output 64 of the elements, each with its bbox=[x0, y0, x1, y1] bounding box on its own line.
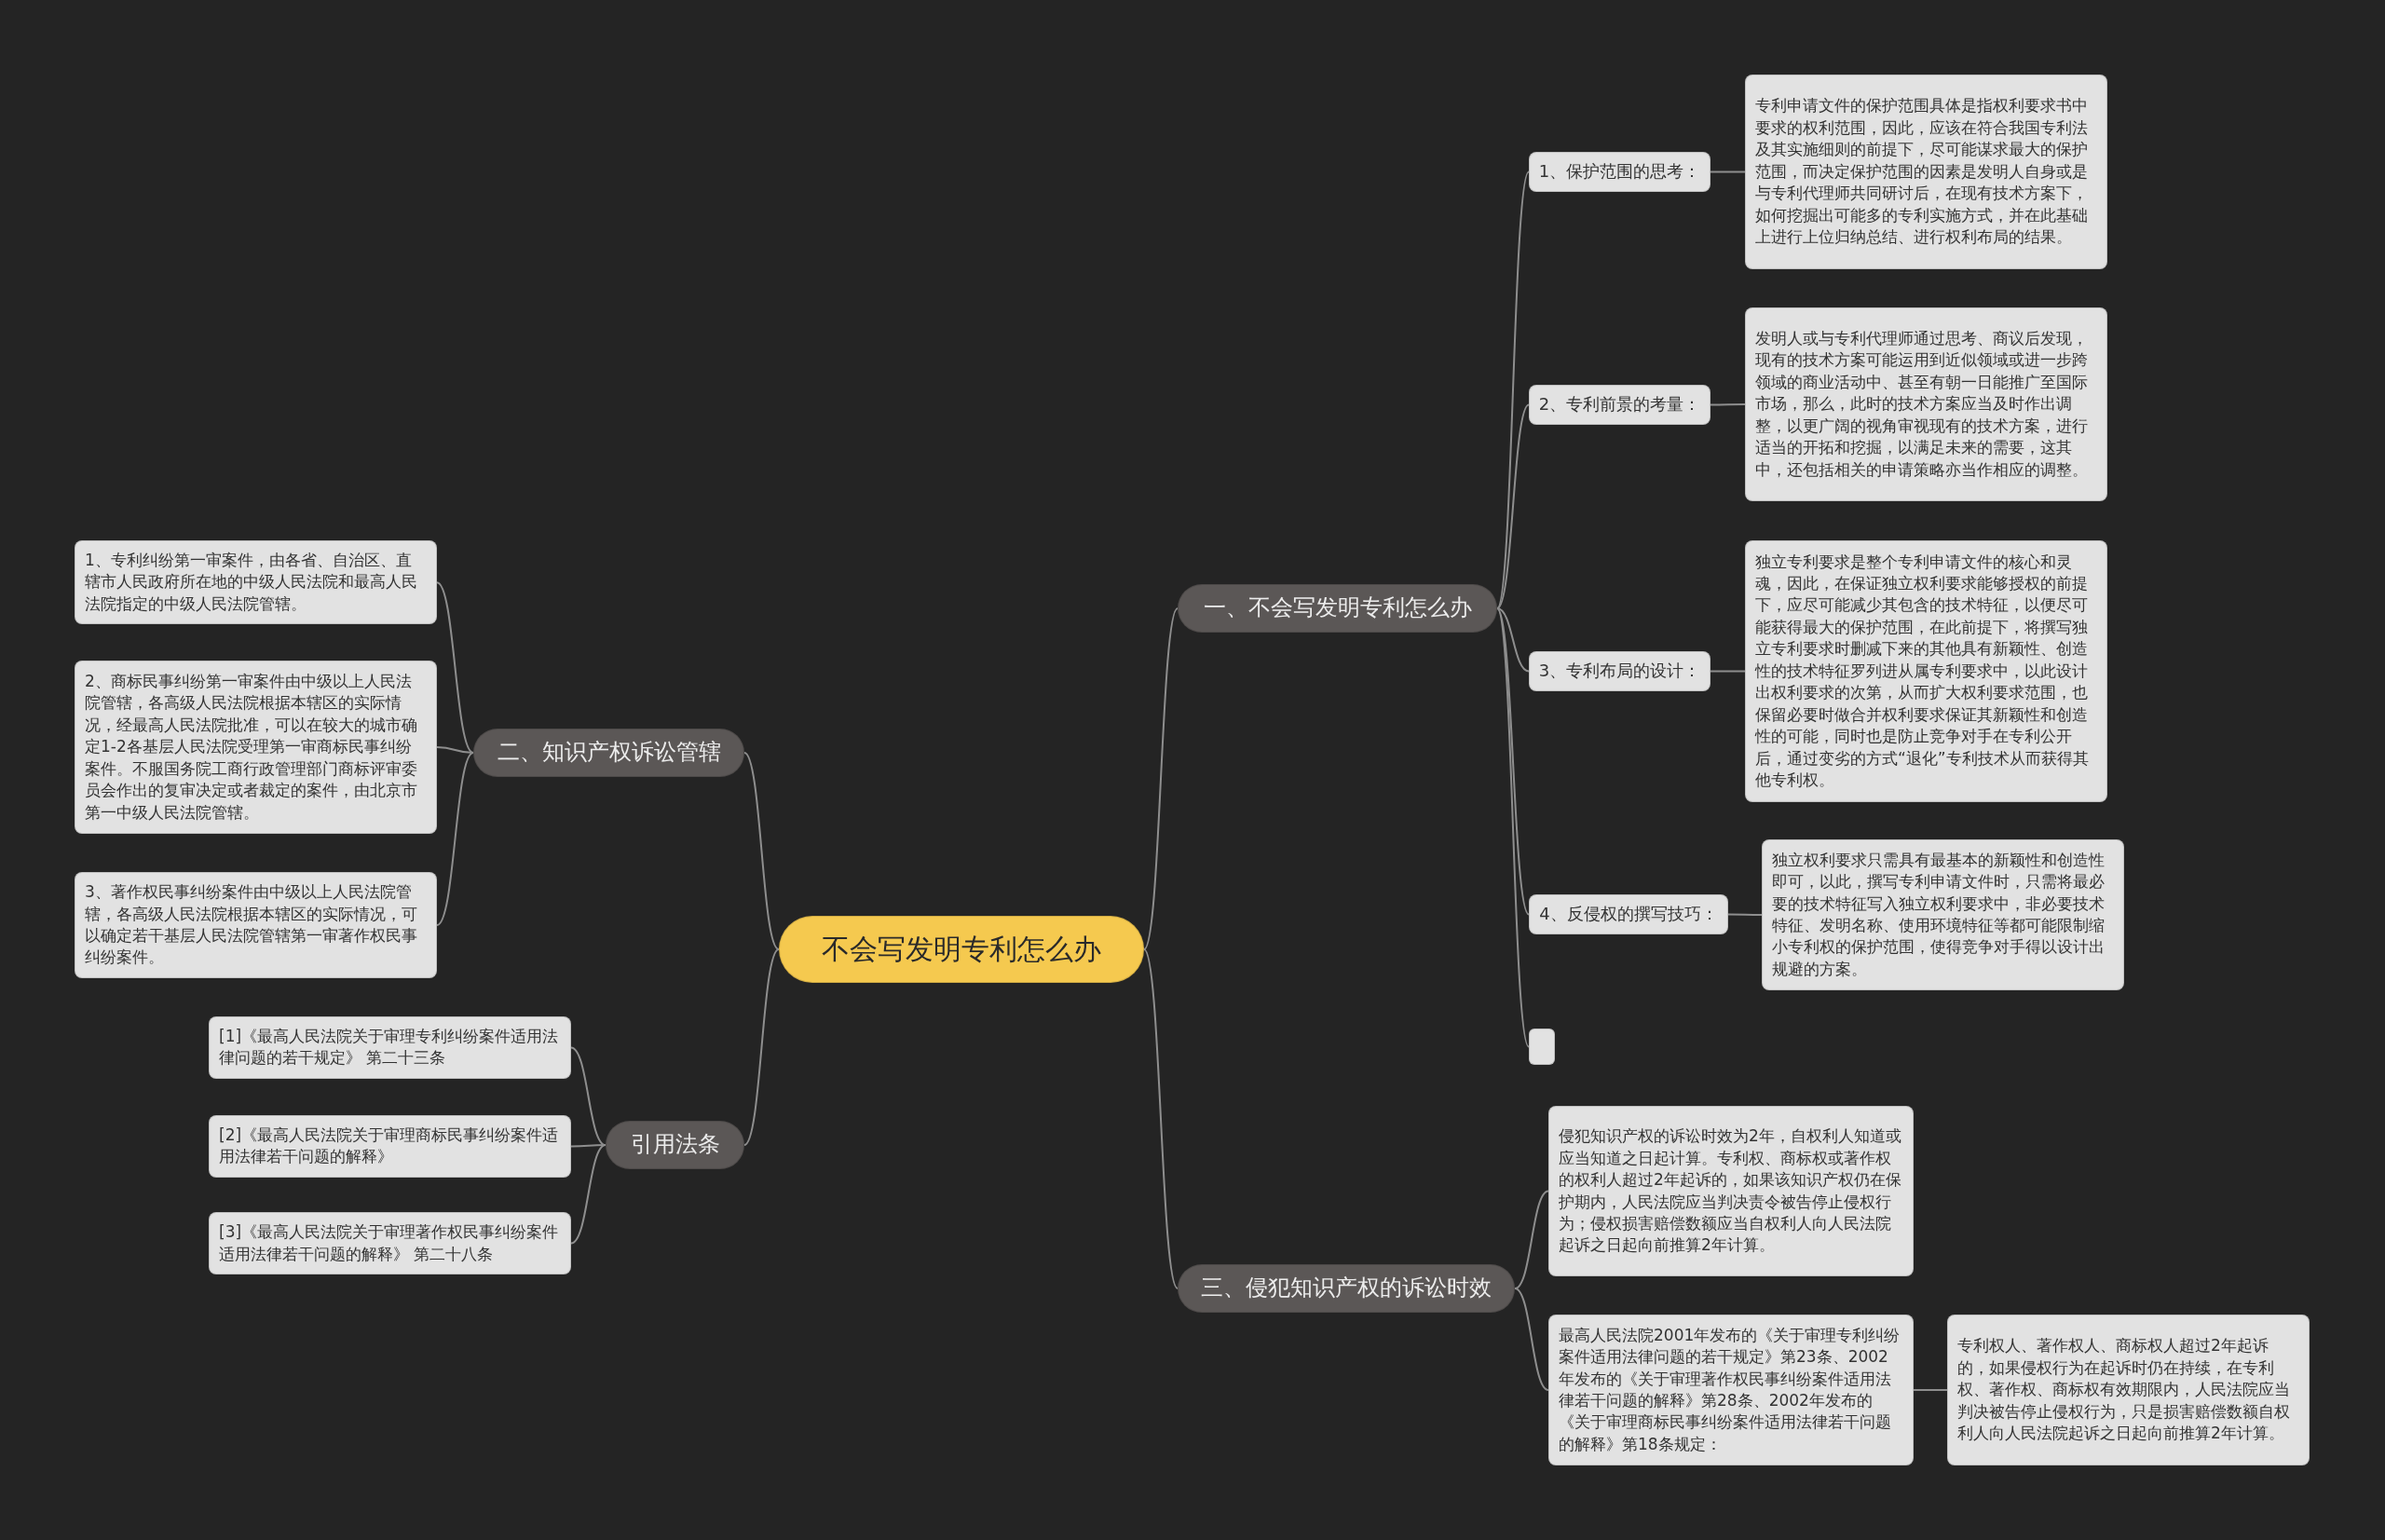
topic-text: 一、不会写发明专利怎么办 bbox=[1203, 593, 1472, 623]
note-text: [2]《最高人民法院关于审理商标民事纠纷案件适用法律若干问题的解释》 bbox=[219, 1124, 560, 1168]
connector-line bbox=[436, 581, 474, 754]
note-box bbox=[209, 1016, 571, 1079]
note-text: 3、著作权民事纠纷案件由中级以上人民法院管辖，各高级人民法院根据本辖区的实际情况，可以确定若干基层人民法院管辖第一审著作权民事纠纷案件。 bbox=[85, 881, 418, 969]
connector-line bbox=[1710, 670, 1746, 673]
note-text: 专利权人、著作权人、商标权人超过2年起诉的，如果侵权行为在起诉时仍在持续，在专利权、著作权、商标权有效期限内，人民法院应当判决被告停止侵权行为，只是损害赔偿数额自权利人向人民法院起诉之日起向前推算2年计算。 bbox=[1957, 1335, 2291, 1445]
topic-text: 2、专利前景的考量： bbox=[1538, 393, 1701, 416]
note-text: [1]《最高人民法院关于审理专利纠纷案件适用法律问题的若干规定》 第二十三条 bbox=[219, 1026, 560, 1070]
connector-line bbox=[1496, 607, 1530, 916]
note-box bbox=[75, 540, 437, 625]
topic-text: 引用法条 bbox=[630, 1130, 720, 1160]
note-box bbox=[75, 872, 437, 978]
subtopic-box bbox=[1529, 385, 1710, 425]
note-text: 专利申请文件的保护范围具体是指权利要求书中要求的权利范围，因此，应该在符合我国专利法及其实施细则的前提下，尽可能谋求最大的保护范围，而决定保护范围的因素是发明人自身或是与专利代理师共同研讨后，在现有技术方案下，如何挖掘出可能多的专利实施方式，并在此基础上进行上位归纳总结、进行权利布局的结果。 bbox=[1755, 95, 2089, 249]
connector-line bbox=[743, 948, 780, 1146]
note-box bbox=[209, 1212, 571, 1274]
note-text: [3]《最高人民法院关于审理著作权民事纠纷案件适用法律若干问题的解释》 第二十八条 bbox=[219, 1221, 560, 1265]
connector-line bbox=[1710, 403, 1746, 406]
note-text: 发明人或与专利代理师通过思考、商议后发现，现有的技术方案可能运用到近似领域或进一步跨领域的商业活动中、甚至有朝一日能推广至国际市场，那么，此时的技术方案应当及时作出调整，以更广阔的视角审视现有的技术方案，进行适当的开拓和挖掘，以满足未来的需要，这其中，还包括相关的申请策略亦当作相应的调整。 bbox=[1755, 327, 2089, 481]
connector-line bbox=[436, 752, 474, 926]
connector-line bbox=[1496, 403, 1530, 609]
note-box bbox=[209, 1115, 571, 1178]
note-box bbox=[1548, 1106, 1914, 1276]
note-box bbox=[1745, 75, 2107, 269]
connector-line bbox=[1913, 1389, 1948, 1391]
connector-line bbox=[1514, 1190, 1549, 1289]
topic-text: 二、知识产权诉讼管辖 bbox=[497, 738, 721, 768]
connector-line bbox=[570, 1144, 606, 1245]
note-box bbox=[1762, 839, 2124, 990]
topic-text: 1、保护范围的思考： bbox=[1538, 160, 1701, 184]
note-box bbox=[75, 661, 437, 834]
empty-box bbox=[1529, 1029, 1555, 1065]
note-box bbox=[1745, 307, 2107, 501]
note-text: 1、专利纠纷第一审案件，由各省、自治区、直辖市人民政府所在地的中级人民法院和最高人民法院指定的中级人民法院管辖。 bbox=[85, 550, 418, 615]
connector-line bbox=[1496, 170, 1530, 609]
branch-topic bbox=[1178, 584, 1497, 633]
topic-text: 3、专利布局的设计： bbox=[1538, 660, 1701, 683]
branch-topic bbox=[1178, 1264, 1515, 1313]
connector-line bbox=[1496, 607, 1530, 1048]
note-text: 2、商标民事纠纷第一审案件由中级以上人民法院管辖，各高级人民法院根据本辖区的实际情况，经最高人民法院批准，可以在较大的城市确定1-2各基层人民法院受理第一审商标民事纠纷案件。不服国务院工商行政管理部门商标评审委员会作出的复审决定或者裁定的案件，由北京市第一中级人民法院管辖。 bbox=[85, 670, 418, 824]
note-text: 独立专利要求是整个专利申请文件的核心和灵魂，因此，在保证独立权利要求能够授权的前提下，应尽可能减少其包含的技术特征，以便尽可能获得最大的保护范围，在此前提下，将撰写独立专利要求时删减下来的其他具有新颖性、创造性的技术特征罗列进从属专利要求中，以此设计出权利要求的次第，从而扩大权利要求范围，也保留必要时做合并权利要求保证其新颖性和创造性的可能，同时也是防止竞争对手在专利公开后，通过变劣的方式“退化”专利技术从而获得其他专利权。 bbox=[1755, 551, 2090, 792]
branch-topic bbox=[606, 1121, 744, 1169]
note-text: 侵犯知识产权的诉讼时效为2年，自权利人知道或应当知道之日起计算。专利权、商标权或著作权的权利人超过2年起诉的，如果该知识产权仍在保护期内，人民法院应当判决责令被告停止侵权行为；侵权损害赔偿数额应当自权利人向人民法院起诉之日起向前推算2年计算。 bbox=[1559, 1125, 1902, 1257]
note-box bbox=[1947, 1315, 2310, 1465]
connector-line bbox=[1143, 607, 1179, 950]
topic-text: 4、反侵权的撰写技巧： bbox=[1539, 903, 1718, 926]
branch-topic bbox=[473, 729, 744, 777]
subtopic-box bbox=[1529, 651, 1710, 691]
subtopic-box bbox=[1529, 152, 1710, 192]
note-text: 独立权利要求只需具有最基本的新颖性和创造性即可，以此，撰写专利申请文件时，只需将最必要的技术特征写入独立权利要求中，非必要技术特征、发明名称、使用环境特征等都可能限制缩小专利权的保护范围，使得竞争对手得以设计出规避的方案。 bbox=[1772, 849, 2106, 980]
connector-line bbox=[570, 1046, 606, 1146]
connector-line bbox=[1143, 948, 1179, 1289]
connector-line bbox=[1496, 607, 1530, 673]
connector-line bbox=[436, 746, 474, 754]
connector-line bbox=[1727, 913, 1763, 916]
note-box bbox=[1548, 1315, 1914, 1465]
connector-line bbox=[1710, 170, 1746, 173]
connector-line bbox=[1514, 1288, 1549, 1391]
topic-text: 不会写发明专利怎么办 bbox=[822, 932, 1101, 968]
note-text: 最高人民法院2001年发布的《关于审理专利纠纷案件适用法律问题的若干规定》第23条、2002年发布的《关于审理著作权民事纠纷案件适用法律若干问题的解释》第28条、2002年发布的《关于审理商标民事纠纷案件适用法律若干问题的解释》第18条规定： bbox=[1559, 1324, 1901, 1455]
topic-text: 三、侵犯知识产权的诉讼时效 bbox=[1201, 1274, 1492, 1303]
connector-line bbox=[743, 752, 780, 950]
subtopic-box bbox=[1529, 894, 1728, 934]
